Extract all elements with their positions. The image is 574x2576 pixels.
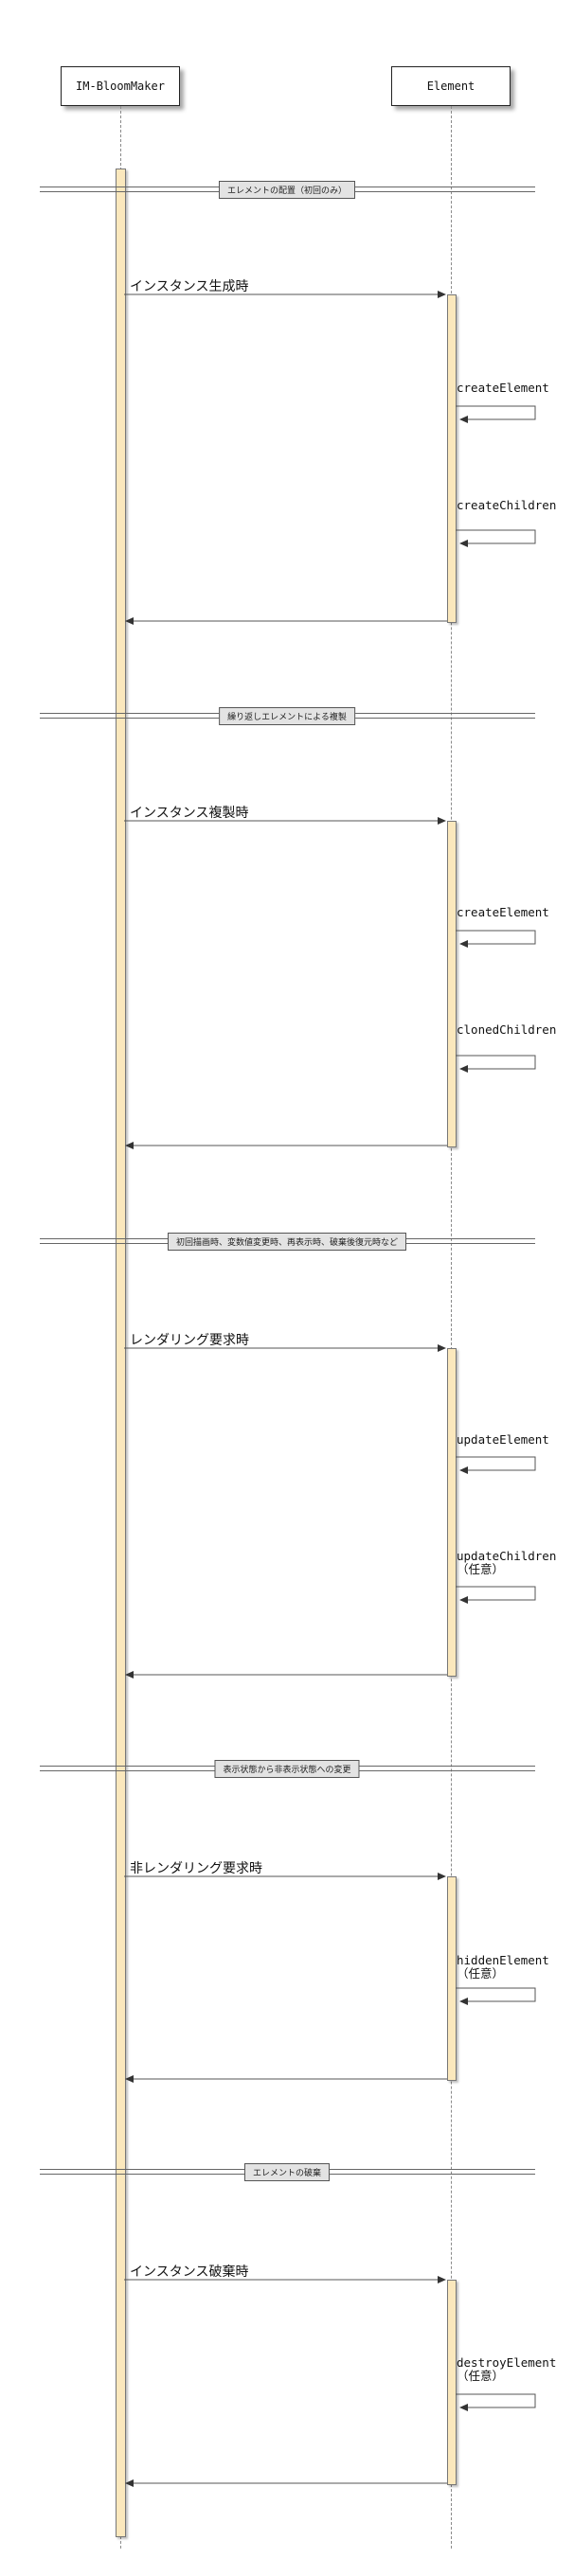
self-call-arrow bbox=[456, 529, 536, 547]
section-label: エレメントの配置（初回のみ） bbox=[218, 181, 356, 199]
self-call-arrow bbox=[456, 1456, 536, 1474]
self-call-arrow bbox=[456, 405, 536, 423]
request-message-label: レンダリング要求時 bbox=[130, 1333, 249, 1348]
participant-label: Element bbox=[426, 80, 475, 93]
self-call-label: clonedChildren bbox=[457, 1022, 557, 1037]
section-label: エレメントの破棄 bbox=[243, 2163, 331, 2181]
participant-label: IM-BloomMaker bbox=[76, 80, 165, 93]
self-call-label: hiddenElement（任意） bbox=[457, 1953, 549, 1981]
activation-bar-element bbox=[447, 1348, 457, 1677]
lifeline-element bbox=[451, 106, 452, 2549]
activation-bar-im-bloommaker bbox=[116, 169, 126, 2537]
self-call-arrow bbox=[456, 2393, 536, 2411]
self-call-arrow bbox=[456, 1055, 536, 1073]
activation-bar-element bbox=[447, 294, 457, 623]
section-label: 繰り返しエレメントによる複製 bbox=[219, 707, 355, 725]
self-call-label: updateChildren（任意） bbox=[457, 1549, 557, 1576]
request-message-label: インスタンス破棄時 bbox=[130, 2265, 249, 2280]
activation-bar-element bbox=[447, 1876, 457, 2081]
self-call-arrow bbox=[456, 930, 536, 948]
self-call-arrow bbox=[456, 1987, 536, 2005]
request-message-label: インスタンス複製時 bbox=[130, 806, 249, 821]
participant-im-bloommaker: IM-BloomMaker bbox=[61, 66, 180, 106]
section-label: 表示状態から非表示状態への変更 bbox=[214, 1760, 360, 1778]
activation-bar-element bbox=[447, 821, 457, 1147]
section-label: 初回描画時、変数値変更時、再表示時、破棄後復元時など bbox=[167, 1233, 407, 1251]
self-call-label: createChildren bbox=[457, 498, 557, 512]
participant-element: Element bbox=[391, 66, 511, 106]
request-message-label: インスタンス生成時 bbox=[130, 279, 249, 294]
self-call-label: createElement bbox=[457, 905, 549, 919]
self-call-label: createElement bbox=[457, 381, 549, 395]
request-message-label: 非レンダリング要求時 bbox=[130, 1861, 262, 1876]
self-call-arrow bbox=[456, 1586, 536, 1604]
self-call-label: destroyElement（任意） bbox=[457, 2355, 557, 2383]
self-call-label: updateElement bbox=[457, 1432, 549, 1447]
activation-bar-element bbox=[447, 2280, 457, 2485]
